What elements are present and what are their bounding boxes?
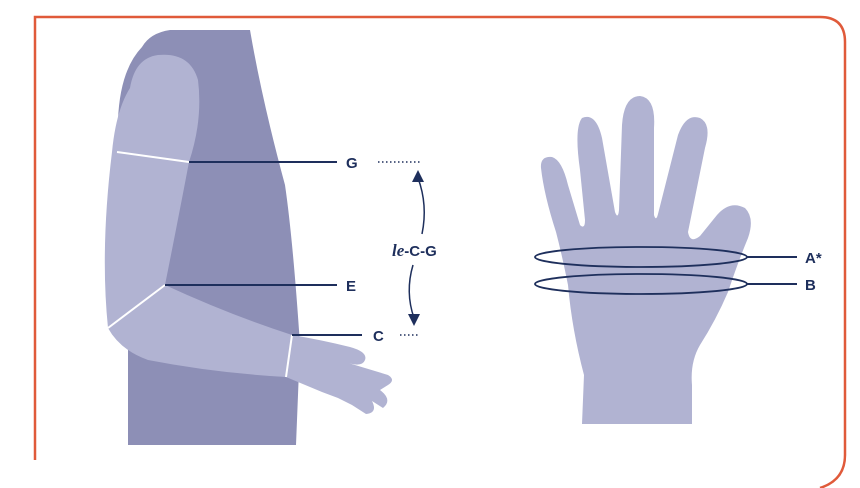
label-length: le-C-G (392, 241, 437, 260)
hand-figure: A* B (535, 96, 822, 424)
label-length-prefix: le (392, 241, 405, 260)
arrow-up (418, 178, 424, 234)
label-e: E (346, 278, 356, 295)
side-hand (286, 335, 392, 414)
label-c: C (373, 328, 384, 345)
label-a: A* (805, 250, 822, 267)
label-length-suffix: -C-G (404, 243, 437, 260)
hand-silhouette (541, 96, 751, 424)
arrowhead-up-icon (412, 170, 424, 182)
arrowhead-down-icon (408, 314, 420, 326)
arrow-down (409, 265, 414, 318)
label-b: B (805, 277, 816, 294)
arm-figure: G E C le-C-G (105, 30, 437, 445)
label-g: G (346, 155, 358, 172)
